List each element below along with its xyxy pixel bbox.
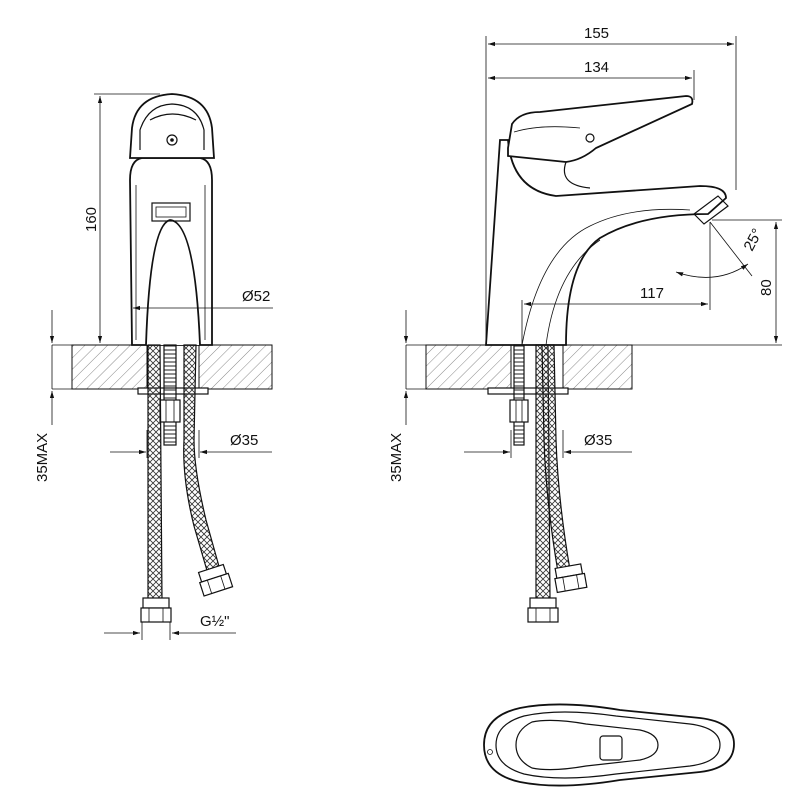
- side-view: 155 134 117 25° 80 35MAX: [388, 25, 782, 623]
- side-hole-diameter-label: Ø35: [584, 432, 612, 449]
- side-spout-height-label: 80: [758, 279, 775, 296]
- side-fitting-front: [527, 597, 559, 623]
- front-view: 160 Ø52 35MAX Ø35 G½": [34, 93, 273, 640]
- front-connection-label: G½": [200, 613, 230, 630]
- front-hole-diameter-label: Ø35: [230, 432, 258, 449]
- side-thickness-label: 35MAX: [388, 433, 405, 482]
- front-hose-left: [147, 344, 163, 601]
- side-angle-label: 25°: [741, 226, 767, 254]
- top-view-lever: [515, 719, 659, 771]
- side-lever-length-label: 134: [584, 59, 609, 76]
- side-reach-label: 117: [640, 285, 664, 302]
- front-thickness-label: 35MAX: [34, 433, 51, 482]
- top-view-dot: [487, 749, 493, 755]
- front-dimensions: 160 Ø52 35MAX Ø35 G½": [34, 93, 273, 640]
- side-total-length-label: 155: [584, 25, 609, 42]
- front-height-label: 160: [83, 207, 100, 232]
- side-threaded-rod: [513, 344, 525, 446]
- side-nut: [509, 399, 529, 423]
- top-view-outline: [483, 703, 735, 787]
- front-nut: [159, 399, 181, 423]
- side-faucet-body: [485, 95, 729, 346]
- front-fitting-left: [140, 597, 172, 623]
- top-view-indicator: [599, 735, 623, 761]
- side-mounting-plate: [487, 387, 569, 395]
- front-base-diameter-label: Ø52: [242, 288, 270, 305]
- front-threaded-rod: [163, 344, 177, 446]
- side-fitting-back: [554, 563, 588, 594]
- front-fitting-right: [197, 563, 234, 597]
- top-view: [483, 703, 735, 787]
- front-faucet-body: [129, 93, 215, 346]
